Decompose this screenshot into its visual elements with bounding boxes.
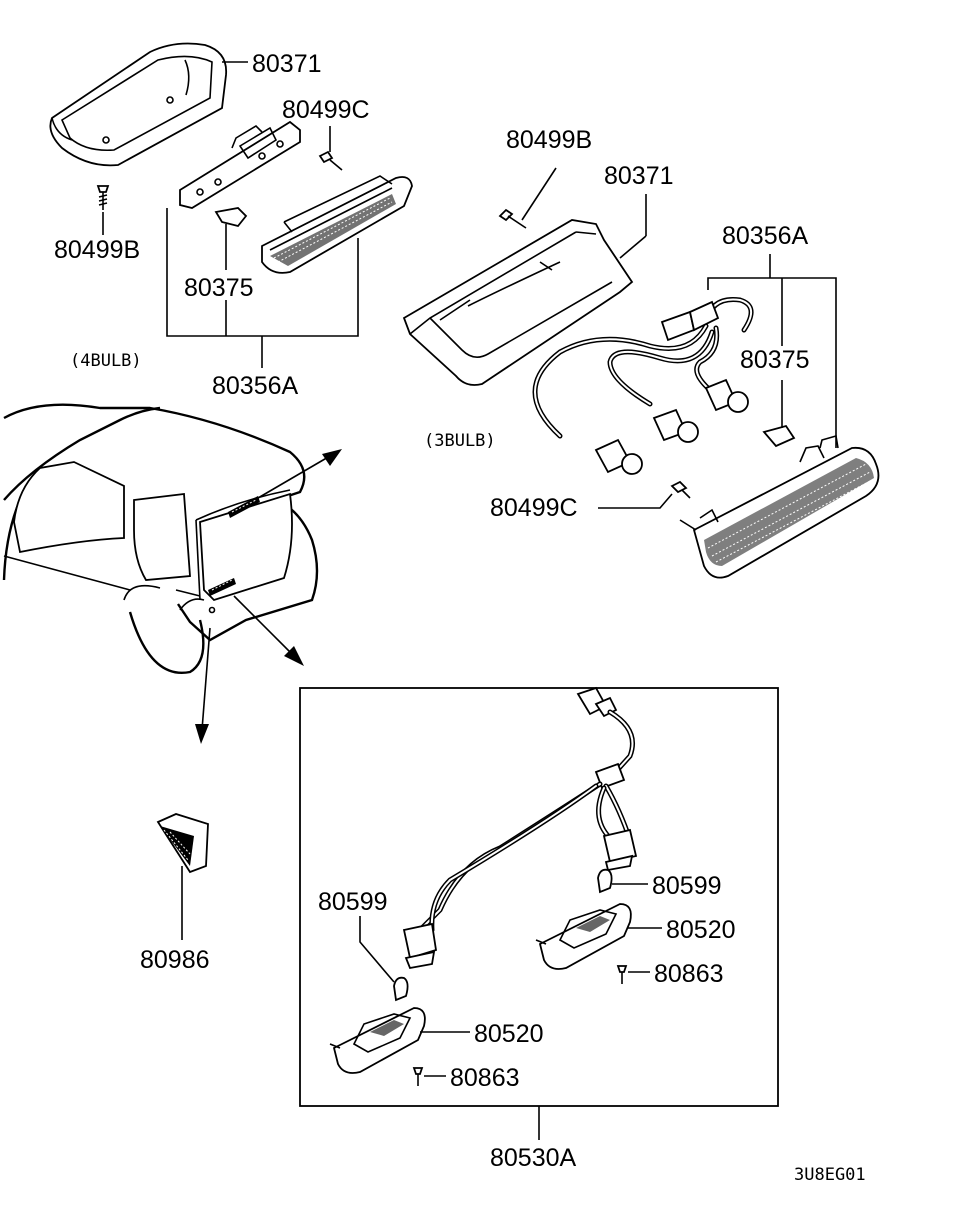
screw-80499c-4bulb [318,150,343,171]
label-80371-4bulb: 80371 [252,50,322,78]
lamp-cover-3bulb [402,219,634,386]
label-80520-right: 80520 [666,916,736,944]
bulb-80599-left [393,976,409,1002]
socket-right-license [602,828,638,872]
bulb-socket-3bulb-b [652,408,699,443]
label-80499b-4bulb: 80499B [54,236,140,264]
arrow-to-license-lamp [233,595,304,666]
label-80371-3bulb: 80371 [604,162,674,190]
label-80863-right: 80863 [654,960,724,988]
license-lamp-marker [208,578,236,596]
lens-pattern-3bulb [704,458,874,566]
label-80599-right: 80599 [652,872,722,900]
screw-80863-right [616,965,628,984]
arrow-to-reflector [195,627,211,744]
bulb-80599-right [597,868,613,894]
socket-80375-4bulb [214,207,248,228]
label-80356a-3bulb: 80356A [722,222,809,250]
socket-left-license [402,922,438,970]
lamp-80520-left [329,1007,426,1074]
label-80356a-4bulb: 80356A [212,372,299,400]
label-80520-left: 80520 [474,1020,544,1048]
label-80986: 80986 [140,946,210,974]
screw-80499c-3bulb [670,480,691,499]
label-80499c-3bulb: 80499C [490,494,578,522]
screw-80499b-4bulb [96,185,110,210]
label-3bulb-note: (3BULB) [424,431,496,451]
lens-4bulb [261,175,413,274]
bulb-socket-3bulb-c [704,378,749,413]
lens-pattern-4bulb [270,194,396,266]
vehicle-rear-view [2,403,319,675]
label-4bulb-note: (4BULB) [70,351,142,371]
screw-80863-left [412,1067,424,1086]
stop-lamp-marker [228,496,260,518]
bracket-4bulb [179,120,301,209]
label-80599-left: 80599 [318,888,388,916]
label-80863-left: 80863 [450,1064,520,1092]
bulb-socket-3bulb-a [594,438,643,475]
screw-80499b-3bulb [498,208,527,229]
label-80530a: 80530A [490,1144,577,1172]
wire-harness-license [417,686,635,933]
lamp-cover-4bulb [49,42,228,167]
label-80499c-4bulb: 80499C [282,96,370,124]
label-80375-4bulb: 80375 [184,274,254,302]
lens-3bulb [679,434,880,579]
arrow-to-stop-lamp [257,449,342,499]
lamp-80520-right [535,903,632,970]
wire-harness-3bulb [532,296,754,439]
label-80499b-3bulb: 80499B [506,126,592,154]
figure-code: 3U8EG01 [794,1165,866,1185]
label-80375-3bulb: 80375 [740,346,810,374]
reflector-80986 [156,813,209,874]
socket-80375-3bulb [762,424,796,448]
